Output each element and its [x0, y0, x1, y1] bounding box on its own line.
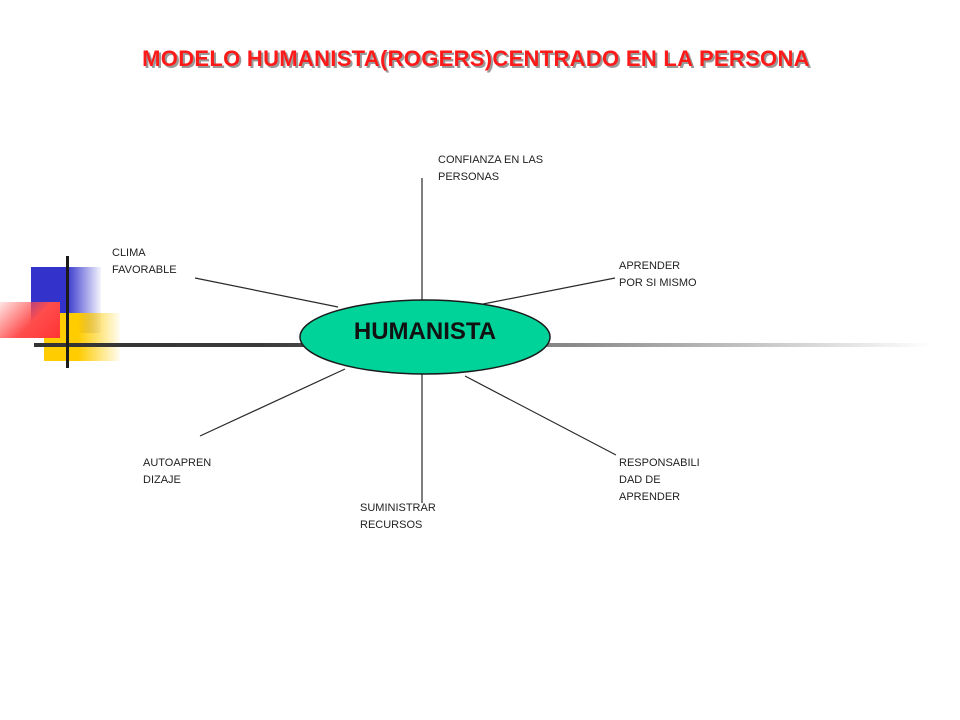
hub-label: HUMANISTA — [353, 318, 497, 345]
node-clima-line2: FAVORABLE — [112, 264, 177, 276]
node-aprender-line1: APRENDER — [619, 260, 681, 272]
node-clima-line1: CLIMA — [112, 247, 146, 259]
node-suministrar-line2: RECURSOS — [360, 519, 423, 531]
spoke-clima — [194, 277, 339, 308]
node-confianza-line2: PERSONAS — [438, 171, 500, 183]
node-autoaprendizaje-line1: AUTOAPREN — [143, 457, 212, 469]
spoke-responsabilidad — [464, 375, 617, 456]
decorative-red-square — [0, 302, 60, 338]
node-confianza-line1: CONFIANZA EN LAS — [438, 154, 544, 166]
node-autoaprendizaje-line2: DIZAJE — [143, 474, 181, 486]
decorative-vertical-rule — [66, 256, 69, 368]
node-aprender-line2: POR SI MISMO — [619, 277, 697, 289]
hub-ellipse — [299, 299, 551, 375]
node-responsabilidad-line3: APRENDER — [619, 491, 681, 503]
node-clima: CLIMA FAVORABLE — [112, 245, 177, 279]
page-title: MODELO HUMANISTA(ROGERS)CENTRADO EN LA P… — [142, 46, 810, 71]
node-suministrar: SUMINISTRAR RECURSOS — [360, 500, 436, 534]
spoke-aprender — [477, 277, 616, 306]
node-responsabilidad-line2: DAD DE — [619, 474, 661, 486]
node-autoaprendizaje: AUTOAPREN DIZAJE — [143, 455, 211, 489]
node-aprender: APRENDER POR SI MISMO — [619, 258, 697, 292]
spoke-autoaprendizaje — [199, 368, 346, 437]
node-responsabilidad: RESPONSABILI DAD DE APRENDER — [619, 455, 700, 506]
node-suministrar-line1: SUMINISTRAR — [360, 502, 436, 514]
node-responsabilidad-line1: RESPONSABILI — [619, 457, 700, 469]
node-confianza: CONFIANZA EN LAS PERSONAS — [438, 152, 543, 186]
